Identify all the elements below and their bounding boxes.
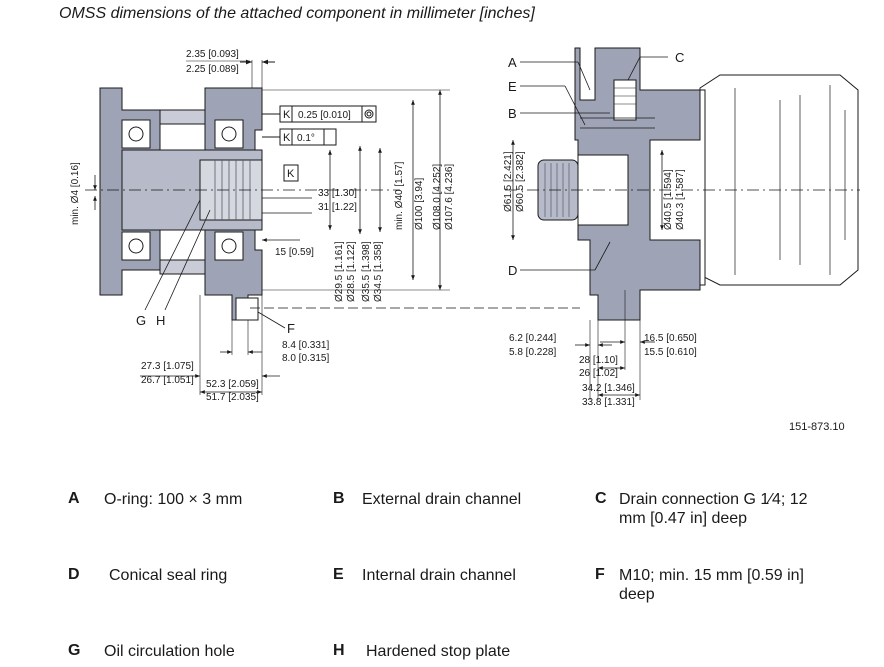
legend-text-h: Hardened stop plate: [366, 643, 511, 660]
legend-key-f: F: [595, 566, 605, 583]
dim-27-3: 27.3 [1.075]: [141, 361, 194, 372]
dim-15: 15 [0.59]: [275, 247, 314, 258]
legend-key-b: B: [333, 490, 345, 507]
dim-26: 26 [1.02]: [579, 368, 618, 379]
dim-16-5: 16.5 [0.650]: [644, 333, 697, 344]
dim-8-0: 8.0 [0.315]: [282, 353, 329, 364]
dim-31: 31 [1.22]: [318, 202, 357, 213]
dim-107: Ø107.6 [4.236]: [444, 164, 455, 230]
dim-15-5: 15.5 [0.610]: [644, 347, 697, 358]
dim-2-25: 2.25 [0.089]: [186, 64, 239, 75]
fcf2-datum: K: [283, 132, 291, 144]
dim-51-7: 51.7 [2.035]: [206, 392, 259, 403]
legend-key-e: E: [333, 566, 344, 583]
label-E: E: [508, 79, 517, 94]
label-F: F: [287, 321, 295, 336]
legend-text-e: Internal drain channel: [362, 567, 516, 584]
legend-text-f: M10; min. 15 mm [0.59 in] deep: [619, 567, 804, 603]
dim-28: 28 [1.10]: [579, 355, 618, 366]
dim-29-5: Ø29.5 [1.161]: [334, 241, 345, 302]
dim-40-5: Ø40.5 [1.594]: [663, 169, 674, 230]
dim-61-5: Ø61.5 [2.421]: [503, 151, 514, 212]
dim-min40: min. Ø40 [1.57]: [394, 161, 405, 230]
label-H: H: [156, 313, 165, 328]
legend-text-g: Oil circulation hole: [104, 643, 235, 660]
fcf2-value: 0.1°: [297, 133, 315, 144]
fcf1-value: 0.25 [0.010]: [298, 110, 351, 121]
dim-108: Ø108.0 [4.252]: [432, 164, 443, 230]
dim-35-5: Ø35.5 [1.398]: [361, 241, 372, 302]
figure-title: OMSS dimensions of the attached componen…: [59, 5, 535, 22]
dim-34-2: 34.2 [1.346]: [582, 383, 635, 394]
legend-key-g: G: [68, 642, 81, 659]
drawing-code: 151-873.10: [789, 421, 845, 433]
dim-6-2: 6.2 [0.244]: [509, 333, 556, 344]
dim-34-5: Ø34.5 [1.358]: [373, 241, 384, 302]
legend-text-c: Drain connection G 1⁄4; 12 mm [0.47 in] …: [619, 491, 808, 527]
technical-drawing: 2.35 [0.093] 2.25 [0.089] K 0.25 [0.010]…: [70, 47, 860, 408]
dim-60-5: Ø60.5 [2.382]: [515, 151, 526, 212]
dim-33: 33 [1.30]: [318, 188, 357, 199]
label-A: A: [508, 55, 517, 70]
legend-text-a: O-ring: 100 × 3 mm: [104, 491, 243, 508]
fcf1-datum: K: [283, 109, 291, 121]
dim-8-4: 8.4 [0.331]: [282, 340, 329, 351]
dim-5-8: 5.8 [0.228]: [509, 347, 556, 358]
dim-33-8: 33.8 [1.331]: [582, 397, 635, 408]
legend-text-d: Conical seal ring: [109, 567, 228, 584]
legend-key-a: A: [68, 490, 80, 507]
label-C: C: [675, 50, 684, 65]
right-view: [505, 47, 860, 400]
label-B: B: [508, 106, 517, 121]
dim-26-7: 26.7 [1.051]: [141, 375, 194, 386]
dim-100: Ø100 [3.94]: [414, 178, 425, 230]
datum-k: K: [287, 168, 295, 180]
dim-2-35: 2.35 [0.093]: [186, 49, 239, 60]
legend-key-d: D: [68, 566, 80, 583]
dim-min4: min. Ø4 [0.16]: [70, 162, 81, 225]
dim-52-3: 52.3 [2.059]: [206, 379, 259, 390]
dim-28-5: Ø28.5 [1.122]: [346, 241, 357, 302]
left-view: [85, 59, 580, 395]
legend-key-c: C: [595, 490, 607, 507]
label-D: D: [508, 263, 517, 278]
legend-key-h: H: [333, 642, 345, 659]
dim-40-3: Ø40.3 [1.587]: [675, 169, 686, 230]
legend-text-b: External drain channel: [362, 491, 522, 508]
label-G: G: [136, 313, 146, 328]
